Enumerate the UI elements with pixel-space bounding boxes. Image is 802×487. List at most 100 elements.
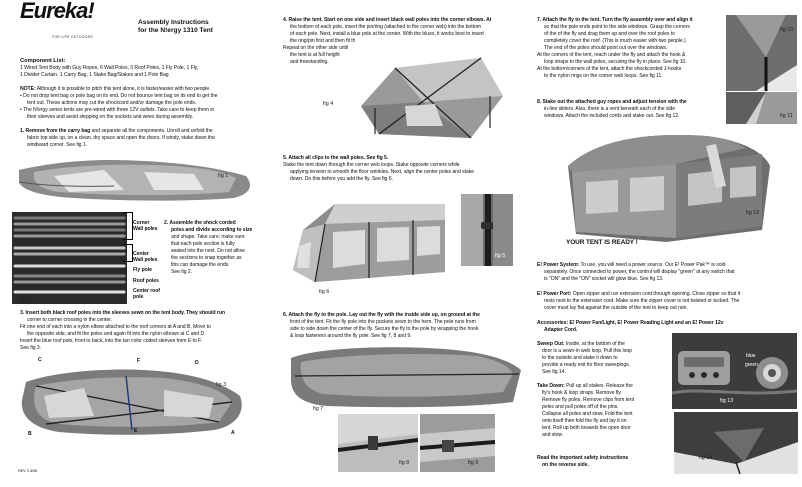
step7-line: 7. Attach the fly to the tent. Turn the … [537, 17, 693, 23]
step1-text: and separate all the components. Unroll … [90, 128, 213, 134]
column-1: Eureka! FOR LIFE OUTDOORS. Assembly Inst… [0, 0, 275, 487]
note-label: NOTE: [20, 86, 36, 92]
fig13-label-blue: blue [746, 353, 756, 359]
note-bullet: their sleeves and avoid stepping on the … [27, 114, 194, 120]
takedown-line: fly's hook & loop straps. Remove fly. [542, 390, 622, 396]
takedown-line: Remove fly poles. Remove clips from tent [542, 397, 634, 403]
step2-line: that each pole section is fully [171, 241, 235, 247]
power-port-line: E! Power Port: Open zipper and run exten… [537, 291, 740, 297]
fig12-image [556, 126, 776, 244]
fig1-image [14, 152, 264, 204]
takedown-line: Collapse all poles and stow. Fold the te… [542, 411, 633, 417]
step5-heading: 5. Attach all clips to the wall poles. S… [283, 155, 389, 161]
step6-line: side to side down the center of the fly.… [290, 326, 479, 332]
sweep-text: Inside, at the bottom of the [564, 341, 625, 347]
fig4-image [355, 38, 507, 144]
label-corner-wall-poles: Corner [133, 220, 150, 226]
fig9-caption: fig 9 [468, 460, 479, 466]
step1-heading: 1. Remove from the carry bag [20, 128, 91, 134]
takedown-line: tent. Roll up both towards the open door [542, 425, 631, 431]
step8-line: in-line sliders. Also, there is a vent b… [544, 106, 676, 112]
fig3-letter-f: F [137, 358, 141, 364]
fig11-caption: fig 11 [780, 113, 793, 119]
fig3-letter-e: E [134, 428, 138, 434]
step1-line: fabric top side up, on a clean, dry spac… [27, 135, 215, 141]
step4-line: Repeat on the other side until [283, 45, 349, 51]
takedown-line: onto itself then fold the fly and lay it… [542, 418, 627, 424]
step7-line: to the nylon rings on the corner web loo… [544, 73, 663, 79]
step5-line: Stake the tent down through the corner w… [283, 162, 460, 168]
step6-heading: 6. Attach the fly to the pole. Lay out t… [283, 312, 480, 318]
power-system-text: To use, you will need a power source. Ou… [579, 262, 726, 268]
step3-heading: 3. Insert both black roof poles into the… [20, 310, 225, 316]
note-bullet: • The N!ergy series tents are pre-wired … [20, 107, 215, 113]
fig13-image [672, 333, 797, 409]
fig14-image [674, 412, 798, 474]
takedown-label: Take Down: [537, 383, 565, 389]
fig7-image [287, 340, 525, 412]
note-text: Although it is possible to pitch this te… [36, 86, 211, 92]
step4-heading: 4. Raise the tent. Start on one side and… [283, 17, 492, 23]
step7-line: loop straps to the wall poles, securing … [544, 59, 687, 65]
power-port-text: Open zipper and run extension cord throu… [571, 291, 741, 297]
step7-line: so that the pole ends point to the side … [544, 24, 690, 30]
note-bullet: tent out. These actions may cut the shoc… [27, 100, 197, 106]
step2-line: poles and divide according to size [171, 227, 252, 233]
step6-line: 6. Attach the fly to the pole. Lay out t… [283, 312, 480, 318]
brand-tagline: FOR LIFE OUTDOORS. [52, 35, 95, 39]
label-corner-wall-poles: Wall poles [133, 226, 158, 232]
fig8-image [338, 414, 418, 472]
fig3-letter-d: D [195, 360, 199, 366]
power-system-label: E! Power System: [537, 262, 580, 268]
fig6-caption: fig 6 [319, 289, 330, 295]
fig10-caption: fig 10 [780, 27, 794, 33]
power-port-label: E! Power Port: [537, 291, 572, 297]
step7-line: The end of the poles should point out ov… [544, 45, 668, 51]
step1-line: 1. Remove from the carry bag and separat… [20, 128, 213, 134]
step4-line: 4. Raise the tent. Start on one side and… [283, 17, 491, 23]
accessories-line: Accessories: E! Power Fan/Light, E! Powe… [537, 320, 724, 326]
step7-line: of the of the fly and drag them up and o… [544, 31, 675, 37]
power-port-line: cover must lay flat against the outside … [544, 305, 688, 311]
step7-line: At the bottom/corners of the tent, attac… [537, 66, 682, 72]
step8-line: windows. Attach the included cords and s… [544, 113, 680, 119]
step5-line: down. Do this before you add the fly. Se… [290, 176, 393, 182]
accessories-line: Adapter Cord. [544, 327, 578, 333]
center-poles-bracket [123, 244, 133, 262]
page-title-line2: for the N!ergy 1310 Tent [138, 27, 213, 34]
component-list-line: 1 Wired Tent Body with Guy Ropes, 6 Wall… [20, 65, 199, 71]
step2-line: 2. Assemble the shock corded [164, 220, 236, 226]
fig14-caption: fig 14 [699, 455, 713, 461]
label-fly-pole: Fly pole [133, 267, 152, 273]
revision-code: REV 3 4/08 [18, 469, 37, 473]
fig6-image [285, 190, 455, 296]
power-system-line: separately. Once connected to power, the… [544, 269, 735, 275]
step4-line: of each pole. Next, install a blue pole … [290, 31, 484, 37]
safety-note: Read the important safety instructions [537, 455, 629, 461]
sweep-line: See fig 14. [542, 369, 566, 375]
step3-line: 3. Insert both black roof poles into the… [20, 310, 225, 316]
step2-line: the sections to snap together as [171, 255, 242, 261]
fig13-label-green: green [745, 362, 758, 368]
step2-line: this can damage the ends. [171, 262, 230, 268]
fig2-caption: fig 2 [20, 297, 31, 303]
fig3-letter-b: B [28, 431, 32, 437]
corner-poles-bracket [123, 212, 133, 240]
step3-line: the opposite side, and fit the poles and… [27, 331, 206, 337]
step3-line: corner to corner crossing in the center. [27, 317, 112, 323]
fig12-caption: fig 12 [746, 210, 760, 216]
fig2-image [12, 212, 127, 304]
step2-line: seated into the next. Do not allow [171, 248, 245, 254]
step2-line: See fig 2. [171, 269, 193, 275]
step5-line: applying tension to smooth the floor wri… [290, 169, 475, 175]
step7-line: completely cover the roof. (This is much… [544, 38, 686, 44]
fig1-caption: fig 1 [218, 173, 229, 179]
label-center-roof-pole: pole [133, 294, 144, 300]
step3-line: Insert the blue roof pole, front to back… [20, 338, 202, 344]
takedown-text: Pull up all stakes. Release the [564, 383, 633, 389]
fig3-image [14, 356, 254, 442]
step4-line: the bottom of each pole, insert the pin/… [290, 24, 481, 30]
note-bullet: • Do not drop tent bag or pole bag on it… [20, 93, 218, 99]
column-3: 7. Attach the fly to the tent. Turn the … [532, 0, 802, 487]
label-roof-poles: Roof poles [133, 278, 159, 284]
